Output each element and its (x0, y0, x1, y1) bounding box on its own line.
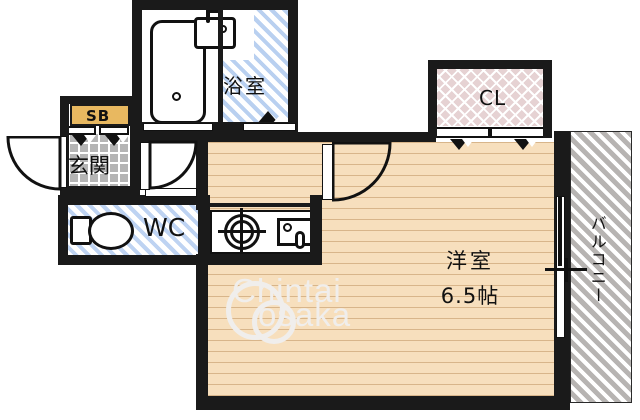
wall-bath-right (288, 0, 298, 142)
closet-label: CL (479, 86, 507, 110)
wall-bath-top (132, 0, 298, 10)
hall-door-swing-icon (148, 140, 198, 190)
toilet-label: WC (143, 213, 186, 242)
wall-sb-top (60, 96, 138, 104)
toilet-bowl-icon (88, 212, 134, 250)
wall-closet-top (428, 60, 552, 69)
bathtub-drain-icon (172, 92, 181, 101)
interior-door-swing-icon (332, 142, 392, 202)
faucet-icon (206, 9, 210, 23)
closet-door-marker-right-icon (514, 139, 538, 150)
wall-wc-right (198, 195, 210, 265)
room-closet (436, 68, 544, 126)
entrance-label: 玄関 (68, 154, 110, 178)
balcony-label: バルコニー (587, 215, 607, 305)
wall-corridor-left (196, 132, 208, 210)
closet-door-marker-left-icon (450, 139, 474, 150)
wall-wc-left (58, 195, 68, 265)
entry-door-swing-icon (6, 136, 62, 191)
entrance-step-left (66, 126, 96, 135)
closet-door-left[interactable] (433, 127, 490, 138)
wall-hall-divider (130, 132, 140, 194)
entrance-step-right (99, 126, 129, 135)
stove-crosshair-v-icon (240, 208, 243, 256)
bathroom-door-marker-icon (256, 111, 289, 125)
wall-wc-bottom (58, 255, 210, 265)
bathroom-sink (194, 17, 236, 49)
wall-kitchen-bottom (198, 254, 322, 265)
shoebox (70, 104, 130, 126)
main-room-size: 6.5帖 (440, 284, 500, 308)
balcony-door-cross-v-icon (565, 258, 568, 282)
wall-hall-top (140, 132, 298, 142)
wall-closet-right (543, 60, 552, 138)
wall-room-left-lower (196, 254, 208, 406)
kitchen-drain-icon (295, 231, 305, 249)
wall-bath-divider (218, 10, 223, 60)
faucet-spout-icon (206, 9, 220, 13)
main-room-label: 洋室 (446, 249, 494, 273)
wall-kitchen-top (208, 203, 322, 207)
shoebox-label: SB (86, 107, 111, 125)
closet-door-right[interactable] (490, 127, 547, 138)
kitchen-faucet-icon (283, 223, 292, 232)
wall-bath-divider2 (218, 56, 223, 126)
bathroom-door-opening2[interactable] (243, 123, 296, 131)
wc-door[interactable] (145, 188, 197, 197)
entrance-marker-right-icon (105, 135, 129, 146)
wall-bath-bottom (132, 122, 298, 132)
room-balcony (570, 131, 632, 403)
wall-kitchen-right (310, 195, 322, 265)
wall-room-bottom (196, 396, 570, 410)
wall-wc-top (58, 195, 208, 205)
wall-entrance-bottom (60, 186, 140, 195)
wall-room-top-left (298, 132, 436, 142)
balcony-door-rail-icon (558, 196, 562, 266)
bathroom-label: 浴室 (223, 74, 267, 98)
entrance-marker-left-icon (72, 135, 96, 146)
wall-bath-left (132, 0, 142, 132)
wall-closet-left (428, 60, 437, 138)
bathroom-door-opening[interactable] (143, 123, 213, 131)
